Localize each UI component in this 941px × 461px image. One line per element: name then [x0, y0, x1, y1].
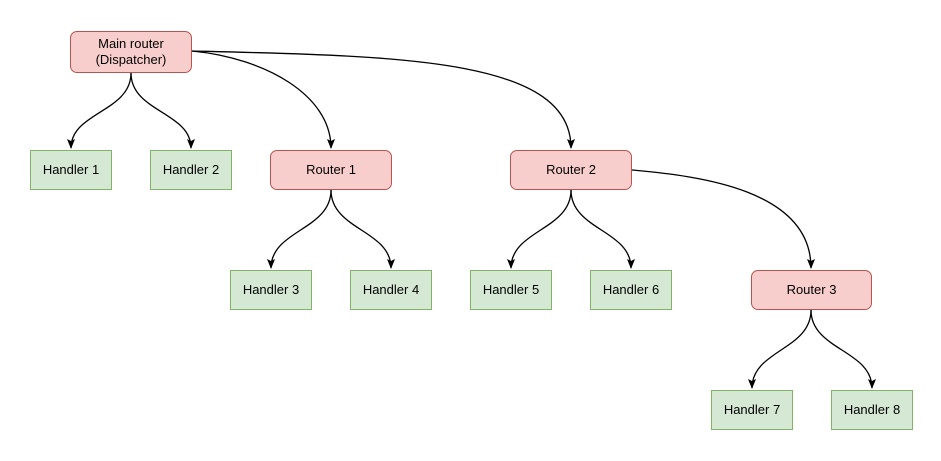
edge-main-router-to-handler-2 — [130, 72, 195, 149]
edge-router-2-to-handler-6 — [570, 189, 635, 269]
node-handler-4: Handler 4 — [350, 270, 432, 310]
edge-router-3-to-handler-7 — [748, 309, 812, 389]
node-router-3: Router 3 — [751, 270, 872, 310]
node-handler-3: Handler 3 — [230, 270, 312, 310]
edge-main-router-to-handler-1 — [67, 72, 132, 149]
node-handler-7: Handler 7 — [711, 390, 793, 430]
node-handler-2: Handler 2 — [150, 150, 232, 190]
edge-main-router-to-router-1 — [191, 50, 335, 149]
node-handler-6: Handler 6 — [590, 270, 672, 310]
edge-router-3-to-handler-8 — [810, 309, 876, 389]
node-router-1: Router 1 — [270, 150, 392, 190]
node-handler-8: Handler 8 — [831, 390, 913, 430]
edge-router-1-to-handler-3 — [267, 189, 332, 269]
node-handler-1: Handler 1 — [30, 150, 112, 190]
node-handler-5: Handler 5 — [470, 270, 552, 310]
node-main-router: Main router (Dispatcher) — [70, 31, 192, 73]
edge-router-2-to-router-3 — [631, 169, 815, 269]
node-router-2: Router 2 — [510, 150, 632, 190]
edge-main-router-to-router-2 — [191, 50, 575, 149]
edge-router-1-to-handler-4 — [330, 189, 395, 269]
edge-router-2-to-handler-5 — [507, 189, 572, 269]
